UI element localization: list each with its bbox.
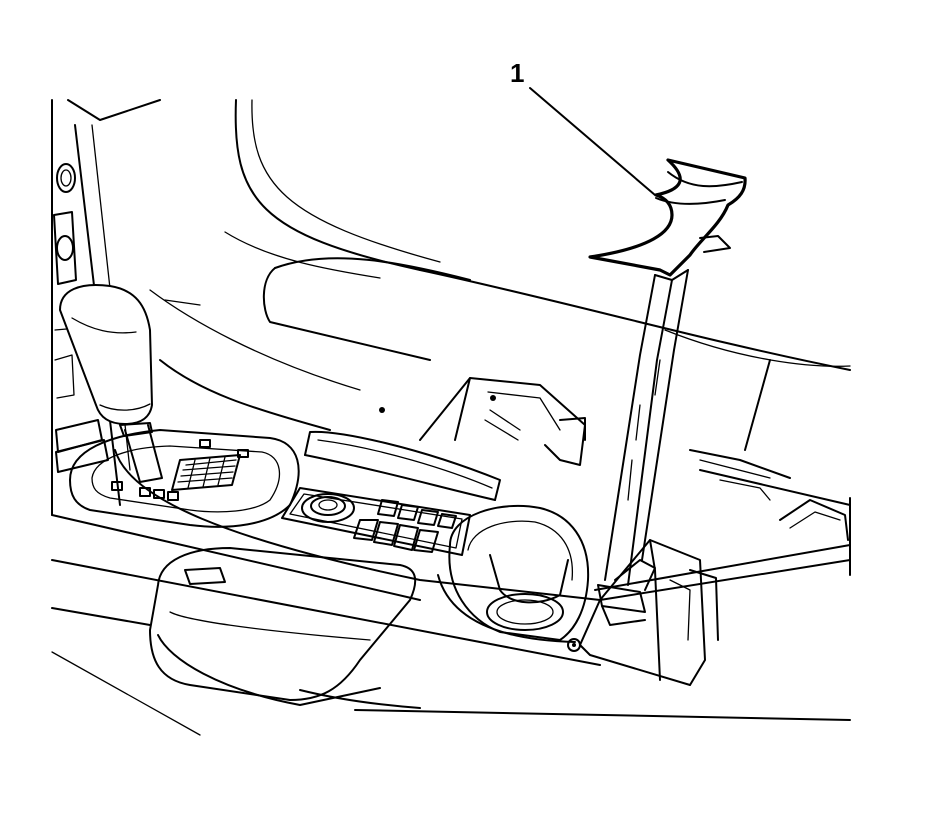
shifter-bezel [69,429,300,528]
center-console-body [51,430,851,736]
cup-holder-openings [437,504,590,652]
rear-floor-bracket [419,377,586,466]
callout-leader-line-1 [529,87,656,196]
cup-holder-insert [588,158,747,626]
gear-shift-lever [59,284,163,483]
console-side-housing [579,539,719,686]
switch-panel [281,487,471,556]
storage-bin-lid [149,547,417,706]
callout-1: 1 [510,58,656,196]
callout-number-1: 1 [510,58,524,88]
right-floor-and-bracket [689,359,851,576]
